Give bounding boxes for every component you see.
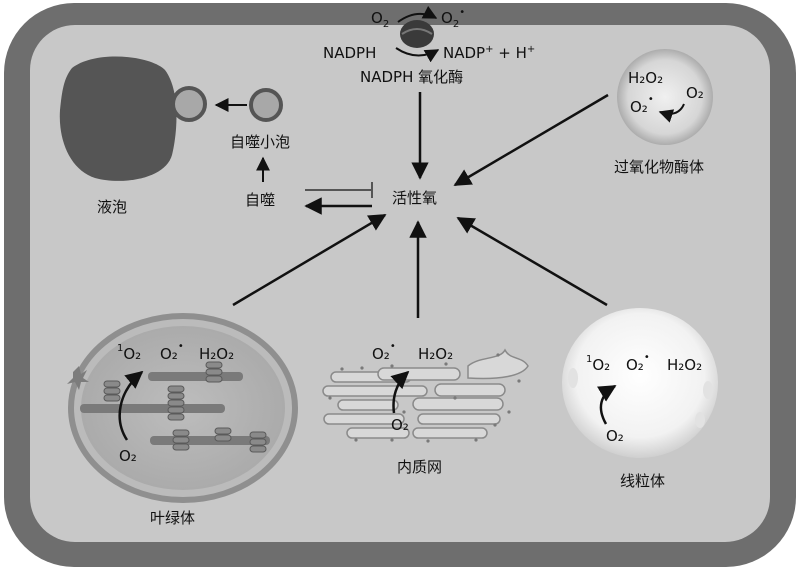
peroxisome-o2: O₂ xyxy=(686,84,704,102)
peroxisome: H₂O₂ O₂ O₂• 过氧化物酶体 xyxy=(614,49,713,176)
er-ribosomes xyxy=(328,353,521,443)
er-superoxide: O₂• xyxy=(372,341,396,363)
mito-h2o2: H₂O₂ xyxy=(667,356,702,374)
nadph-oxidase-superoxide: O2• xyxy=(441,7,465,30)
vacuole-fused-autophagosome xyxy=(171,86,207,122)
nadph-oxidase-o2: O2 xyxy=(371,9,389,30)
mitochondrion: 1O₂ O₂• H₂O₂ O₂ 线粒体 xyxy=(562,308,718,490)
nadph-text: NADPH xyxy=(323,44,376,62)
nadph-oxidase-label: NADPH 氧化酶 xyxy=(360,68,463,86)
endoplasmic-reticulum xyxy=(322,348,529,439)
nadp-text: NADP+ + H+ xyxy=(443,44,535,62)
peroxisome-superoxide: O₂• xyxy=(630,94,654,116)
ros-autophagy-link xyxy=(304,182,373,215)
er-h2o2: H₂O₂ xyxy=(418,345,453,363)
ros-arrows xyxy=(232,92,609,318)
mito-o2: O₂ xyxy=(606,427,624,445)
vacuole-label: 液泡 xyxy=(97,198,127,216)
er-o2: O₂ xyxy=(391,416,409,434)
mitochondrion-label: 线粒体 xyxy=(620,472,665,490)
er-reactions: O₂• H₂O₂ O₂ 内质网 xyxy=(372,341,453,476)
chloroplast-h2o2: H₂O₂ xyxy=(199,345,234,363)
ros-label: 活性氧 xyxy=(392,189,437,207)
photosensitizer-star-icon xyxy=(67,366,89,390)
chloroplast-singlet-o2: 1O₂ xyxy=(117,343,141,363)
peroxisome-label: 过氧化物酶体 xyxy=(614,158,704,176)
chloroplast-label: 叶绿体 xyxy=(150,509,195,527)
peroxisome-h2o2: H₂O₂ xyxy=(628,69,663,87)
chloroplast: 1O₂ O₂• H₂O₂ O₂ 叶绿体 xyxy=(67,313,298,527)
chloroplast-superoxide: O₂• xyxy=(160,341,184,363)
mito-superoxide: O₂• xyxy=(626,352,650,374)
chloroplast-o2: O₂ xyxy=(119,447,137,465)
mito-singlet-o2: 1O₂ xyxy=(586,354,610,374)
autophagy-label: 自噬 xyxy=(245,191,275,209)
er-label: 内质网 xyxy=(397,458,442,476)
autophagosome: 自噬小泡 自噬 xyxy=(214,88,290,209)
nadph-oxidase: O2 O2• NADPH NADP+ + H+ NADPH 氧化酶 xyxy=(323,5,535,86)
vacuole: 液泡 xyxy=(59,56,207,216)
autophagosome-label: 自噬小泡 xyxy=(230,133,290,151)
